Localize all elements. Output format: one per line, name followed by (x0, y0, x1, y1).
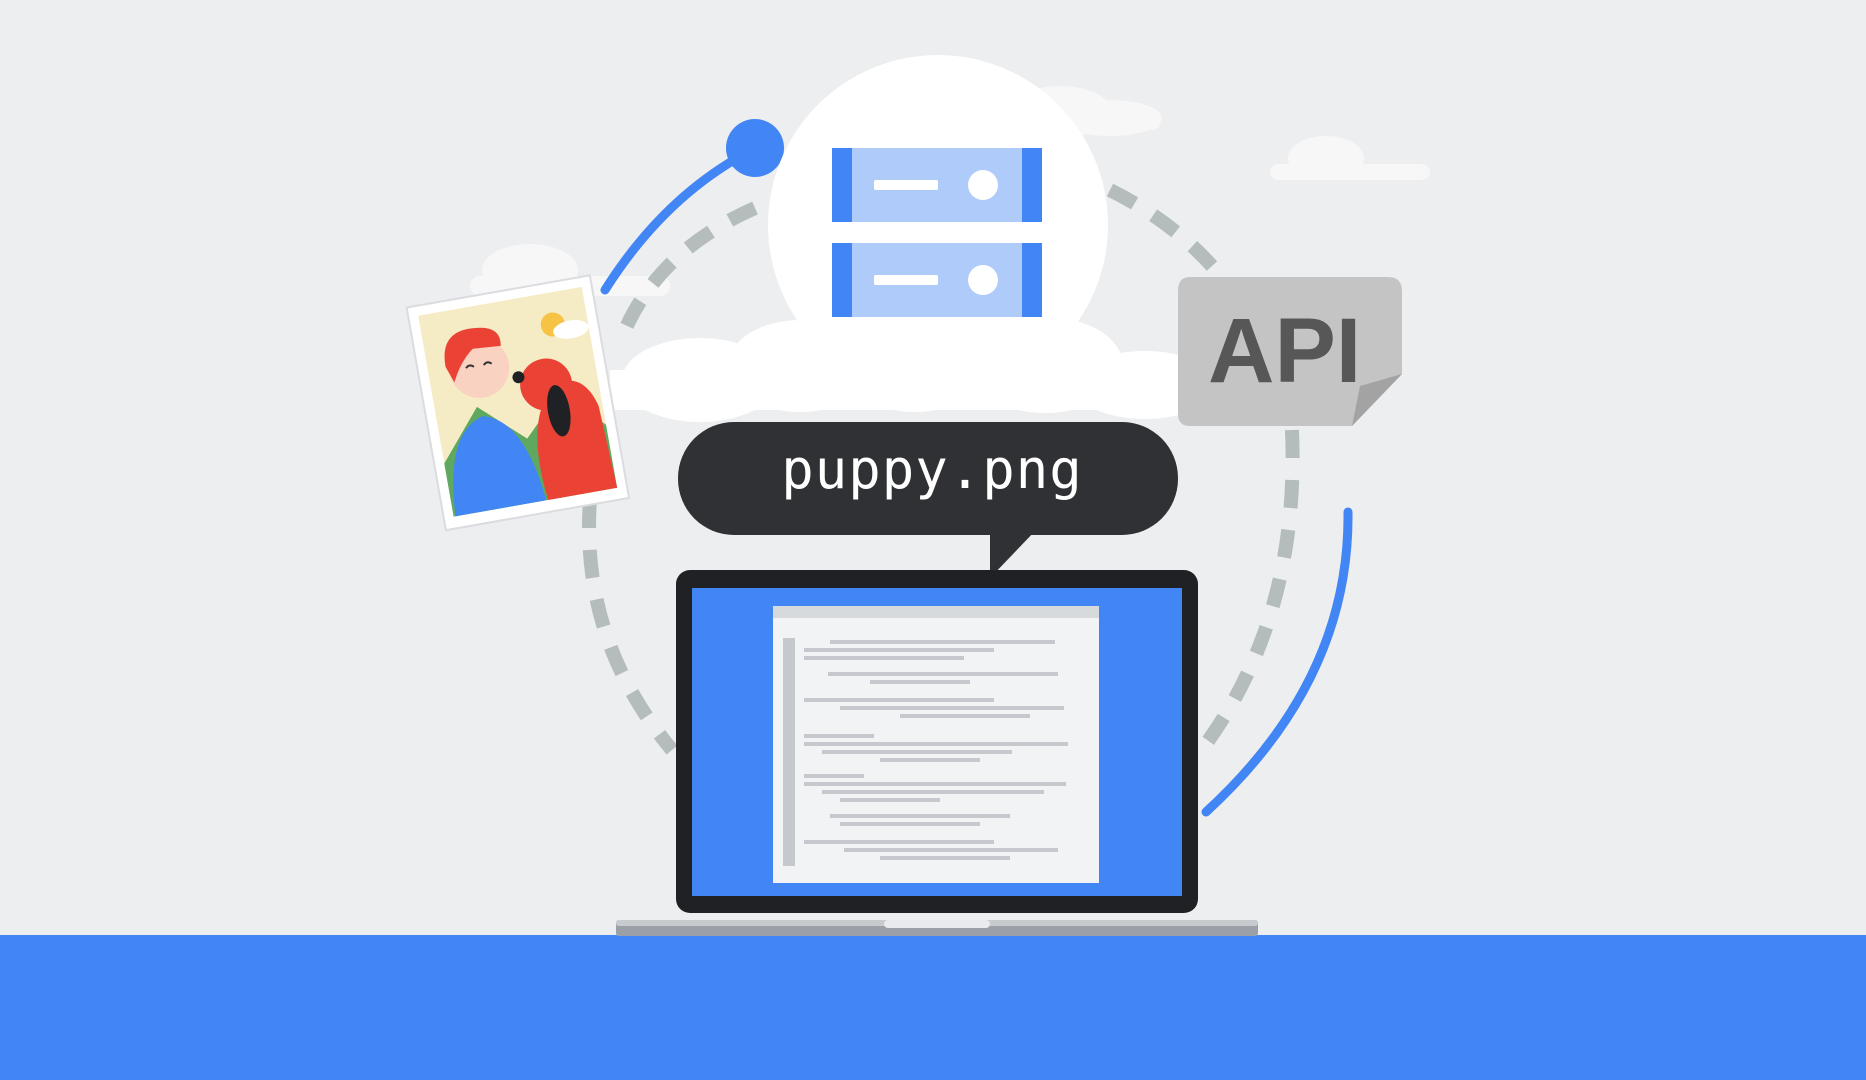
dog-figure (512, 358, 618, 500)
api-label: API (1208, 300, 1361, 402)
file-name-label: puppy.png (781, 438, 1083, 501)
laptop-icon (616, 570, 1258, 936)
server-icon (832, 148, 1042, 317)
document-window (773, 606, 1099, 883)
api-document-icon: API (1178, 277, 1402, 426)
document-text-lines (783, 638, 1068, 866)
cloud-icon (1270, 136, 1430, 180)
floor-band (0, 935, 1866, 1080)
speech-bubble-icon: puppy.png (678, 422, 1178, 578)
server-unit (832, 243, 1042, 317)
orbit-node-dot (726, 119, 784, 177)
server-unit (832, 148, 1042, 222)
photo-icon (405, 274, 631, 532)
person-figure (444, 327, 547, 517)
